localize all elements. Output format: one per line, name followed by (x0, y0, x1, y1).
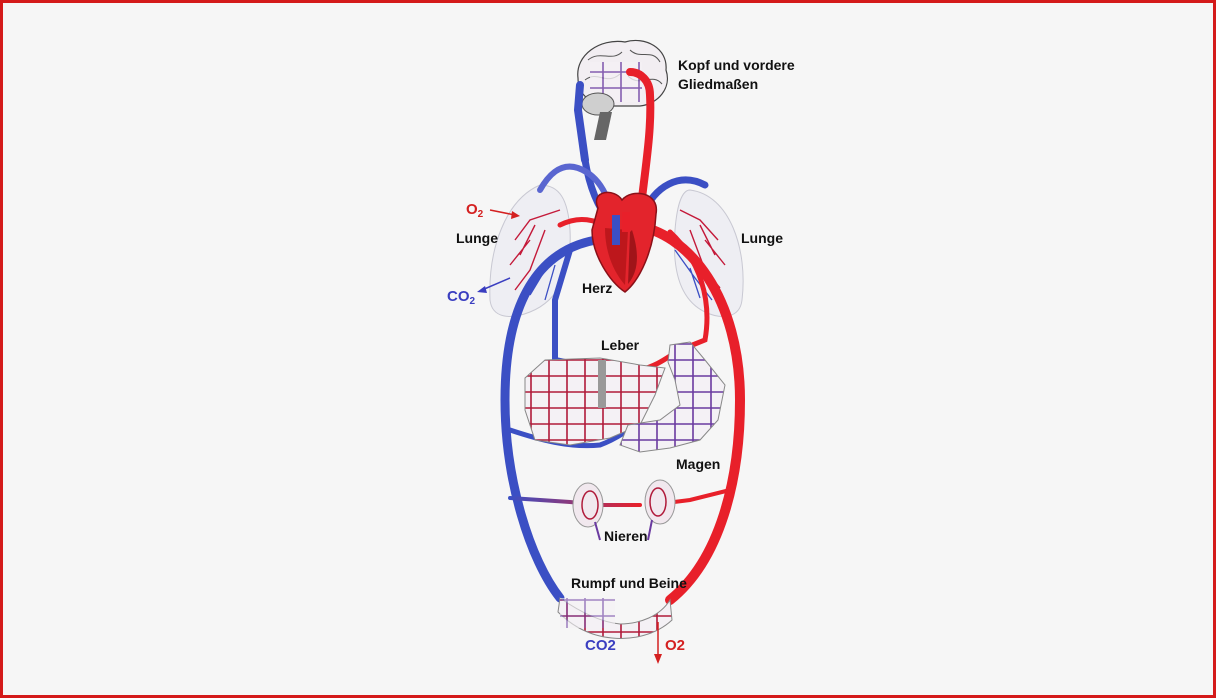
label-stomach: Magen (676, 456, 720, 472)
label-lung-left: Lunge (456, 230, 498, 246)
label-co2-left: CO2 (447, 288, 476, 307)
label-o2-bottom: O2 (665, 637, 685, 654)
liver-illustration (524, 357, 666, 446)
label-heart: Herz (582, 280, 612, 296)
label-trunk: Rumpf und Beine (571, 575, 687, 591)
label-lung-right: Lunge (741, 230, 783, 246)
trunk-capillary-illustration (557, 597, 673, 664)
heart-illustration (591, 191, 657, 293)
brain-illustration (577, 39, 668, 140)
label-co2-bottom: CO2 (585, 637, 616, 654)
stomach-illustration (619, 341, 726, 453)
label-head-line2: Gliedmaßen (678, 76, 758, 92)
label-o2-top: O2 (466, 201, 484, 220)
co2-arrow (477, 277, 511, 293)
label-head-line1: Kopf und vordere (678, 57, 795, 73)
label-liver: Leber (601, 337, 640, 353)
o2-arrow (489, 209, 520, 219)
label-kidneys: Nieren (604, 528, 648, 544)
kidneys-illustration (572, 479, 676, 541)
